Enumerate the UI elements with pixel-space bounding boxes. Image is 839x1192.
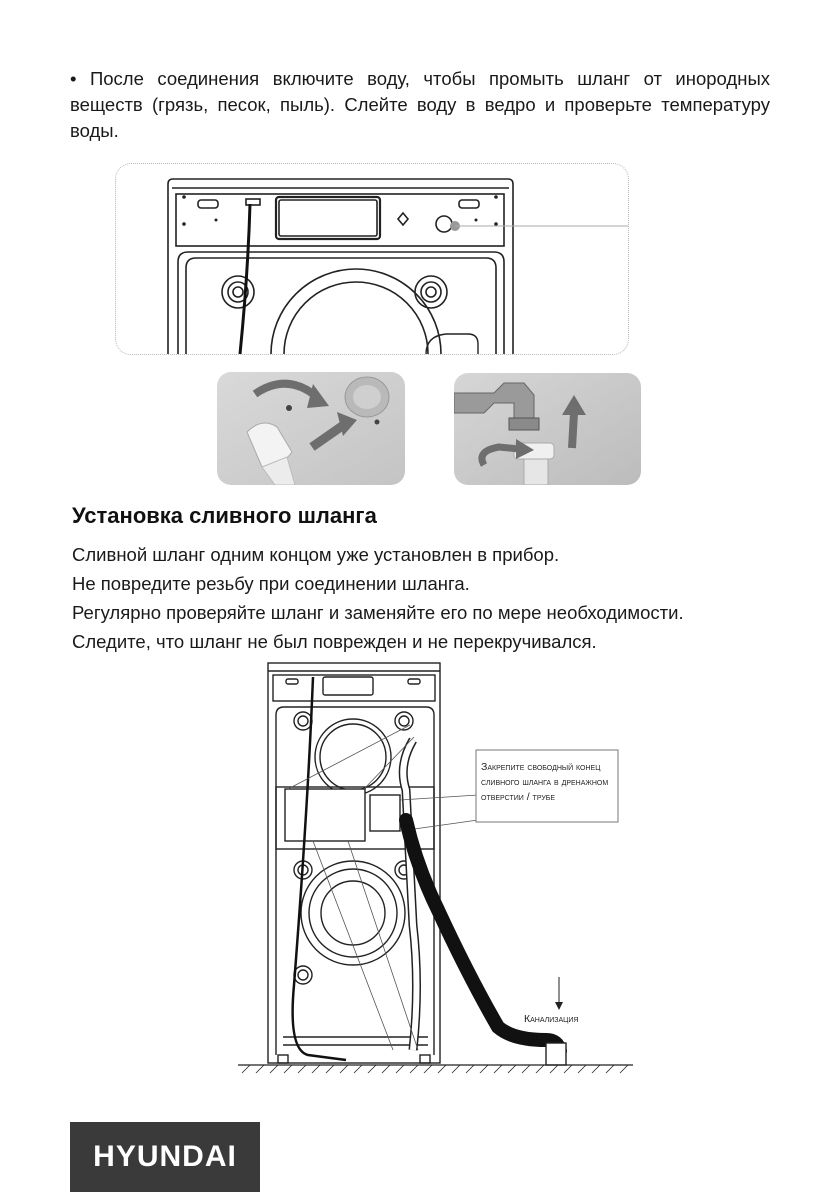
drain-hose-illustration	[238, 662, 633, 1074]
hyundai-logo: HYUNDAI	[70, 1122, 260, 1192]
instruction-line: Следите, что шланг не был поврежден и не…	[72, 631, 597, 652]
instruction-line: Регулярно проверяйте шланг и заменяйте е…	[72, 602, 684, 623]
instruction-line: Не повредите резьбу при соединении шланг…	[72, 573, 470, 594]
inlet-valve-photo-graphic	[217, 372, 405, 485]
tap-hose-photo-graphic	[454, 373, 641, 485]
inlet-valve-photo	[217, 372, 405, 485]
washer-back-illustration	[167, 178, 661, 355]
drain-hose-callout: Закрепите свободный конец сливного шланг…	[481, 761, 609, 803]
drain-hose-figure	[228, 655, 648, 1080]
instruction-list: Сливной шланг одним концом уже установле…	[72, 540, 812, 656]
tap-hose-photo	[454, 373, 641, 485]
logo-text: HYUNDAI	[93, 1140, 237, 1173]
section-title: Установка сливного шланга	[72, 503, 377, 528]
washer-back-figure	[115, 163, 661, 355]
drain-label: Канализация	[524, 1013, 579, 1025]
intro-paragraph: • После соединения включите воду, чтобы …	[70, 68, 770, 141]
instruction-line: Сливной шланг одним концом уже установле…	[72, 544, 560, 565]
